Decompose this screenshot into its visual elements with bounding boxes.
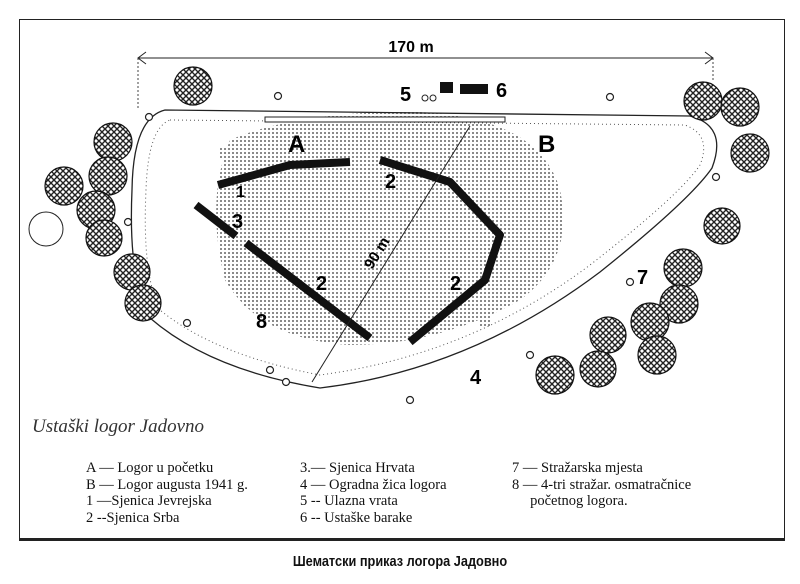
shelter-croats xyxy=(193,201,239,240)
zone-b-label: B xyxy=(538,131,555,158)
fence-wire xyxy=(130,109,718,389)
marker-2a: 2 xyxy=(385,171,396,193)
camp-area-stipple xyxy=(216,111,564,345)
marker-5: 5 xyxy=(400,84,411,106)
width-dimension: 170 m xyxy=(137,38,714,108)
legend-item: 8 — 4-tri stražar. osmatračnice xyxy=(512,476,692,493)
zone-a-label: A xyxy=(288,131,305,158)
tree-open xyxy=(28,211,64,247)
shelter-jews xyxy=(216,158,351,189)
marker-6: 6 xyxy=(496,80,507,102)
legend-item: 7 — Stražarska mjesta xyxy=(512,460,643,476)
trees xyxy=(44,66,770,395)
legend-item: 5 -- Ulazna vrata xyxy=(300,493,398,509)
legend-item: 6 -- Ustaške barake xyxy=(300,509,413,526)
marker-1: 1 xyxy=(236,184,245,201)
marker-4: 4 xyxy=(470,367,482,389)
diagram-frame xyxy=(19,19,785,541)
legend-item: 4 — Ogradna žica logora xyxy=(300,476,447,493)
watchtowers xyxy=(220,148,540,327)
shelter-serbs-east xyxy=(378,156,504,346)
legend-item: B — Logor augusta 1941 g. xyxy=(86,476,248,493)
diagram-title: Ustaški logor Jadovno xyxy=(32,416,205,437)
marker-7: 7 xyxy=(637,267,648,289)
legend-item: 3.— Sjenica Hrvata xyxy=(300,460,415,476)
legend-item: 1 —Sjenica Jevrejska xyxy=(86,493,212,509)
marker-8: 8 xyxy=(256,311,267,333)
marker-2c: 2 xyxy=(450,273,461,295)
legend-item: A — Logor u početku xyxy=(86,460,214,476)
legend-item: početnog logora. xyxy=(512,493,628,509)
width-label: 170 m xyxy=(388,39,433,56)
figure-caption: Шематски приказ логора Јадовно xyxy=(292,553,508,570)
gate-strip xyxy=(264,116,506,123)
legend-column-1: A — Logor u početku B — Logor augusta 19… xyxy=(86,460,248,526)
marker-3: 3 xyxy=(232,211,243,233)
legend-column-3: 7 — Stražarska mjesta 8 — 4-tri stražar.… xyxy=(512,460,691,510)
marker-2b: 2 xyxy=(316,273,327,295)
guard-posts xyxy=(123,91,721,405)
ustasa-barracks xyxy=(421,82,488,102)
legend-item: 2 --Sjenica Srba xyxy=(86,509,180,526)
legend-column-2: 3.— Sjenica Hrvata 4 — Ogradna žica logo… xyxy=(300,460,447,526)
